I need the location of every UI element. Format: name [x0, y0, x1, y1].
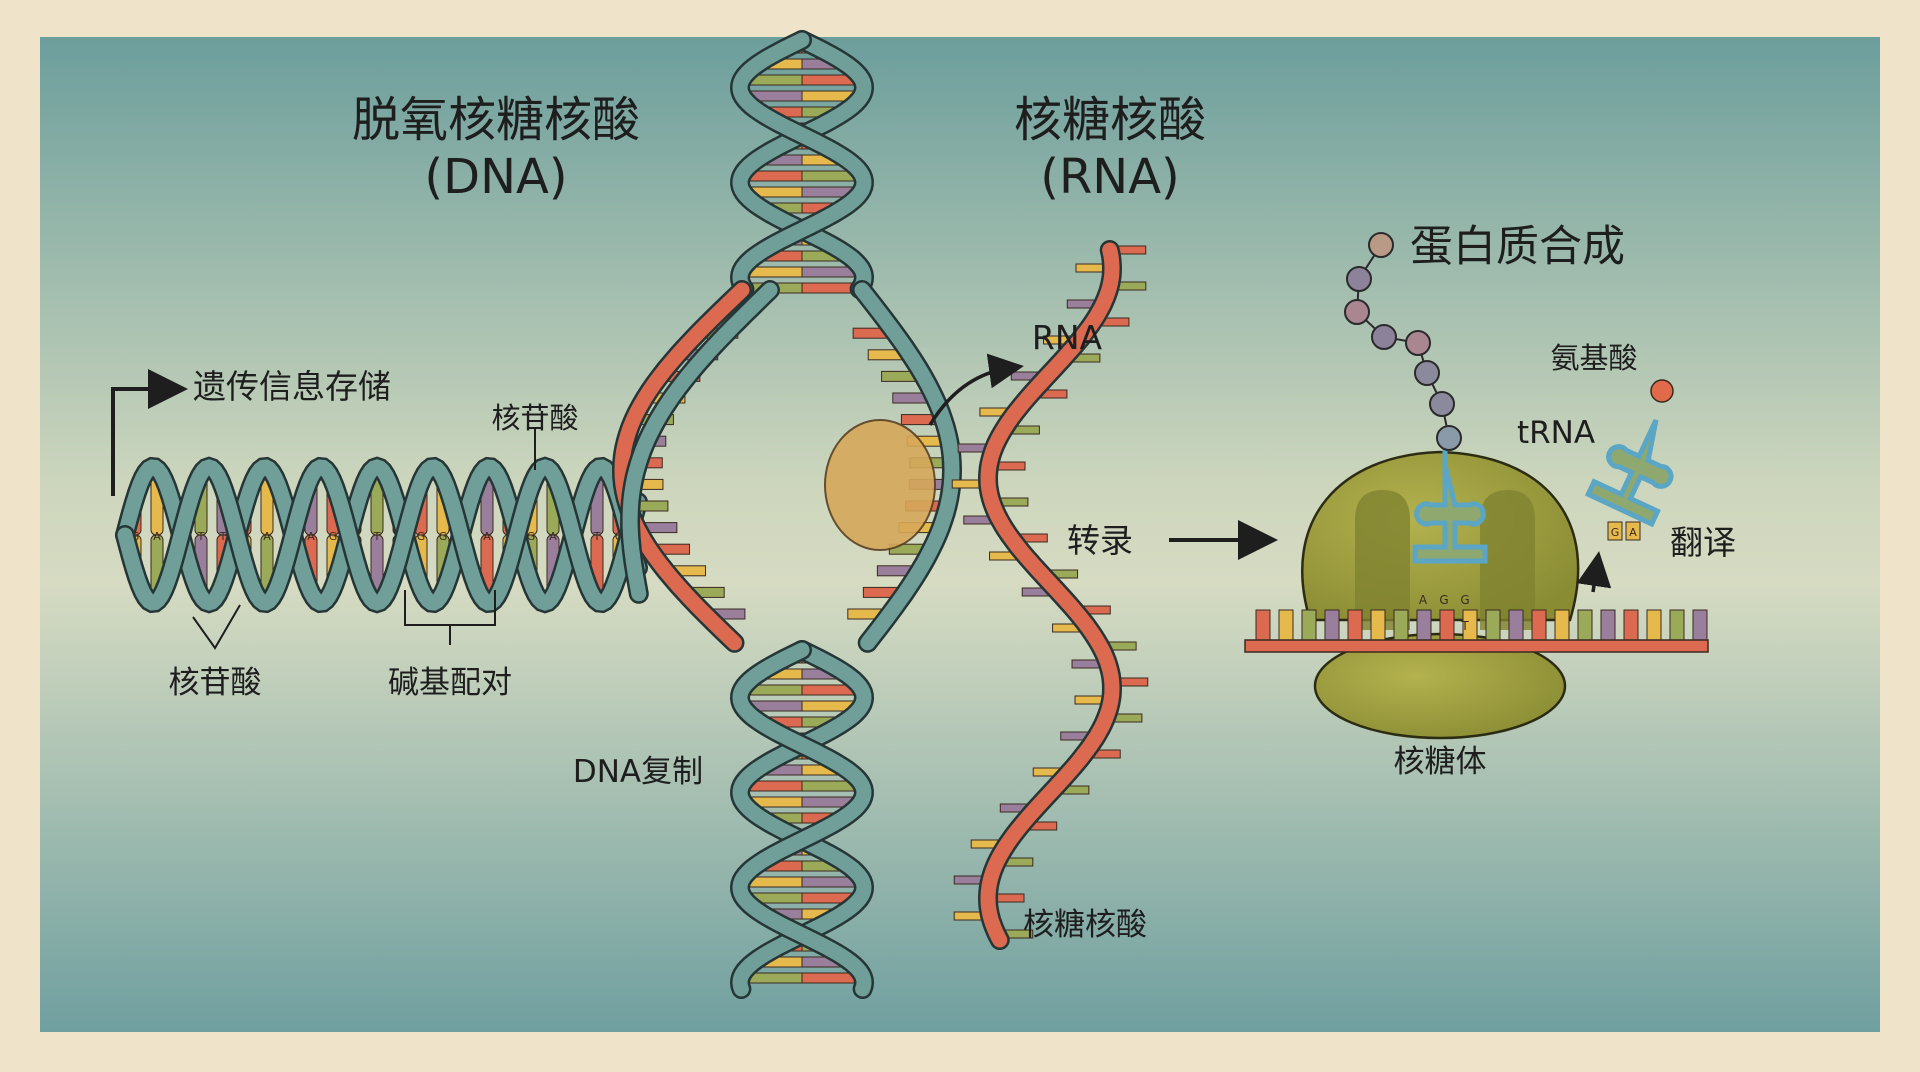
nucleotide-label-bottom: 核苷酸: [169, 665, 262, 701]
mrna-base: [1324, 609, 1340, 641]
base-letter: A: [153, 530, 161, 543]
base-letter: T: [373, 530, 381, 543]
mrna-base: [1669, 609, 1685, 641]
dna-backbone: [732, 642, 872, 997]
rna-bottom-label: 核糖核酸: [1023, 907, 1147, 943]
base-letter: A: [307, 530, 315, 543]
polymerase-enzyme: [824, 419, 936, 551]
dna-title-abbr: (DNA): [424, 149, 567, 205]
ribosome-site-left: [1355, 490, 1410, 630]
vertical-dna-helix: [611, 30, 963, 999]
rna-base: [1117, 677, 1149, 687]
codon-letter: G: [1460, 593, 1469, 607]
amino-acid-label: 氨基酸: [1550, 341, 1637, 375]
base-letter: G: [417, 530, 426, 543]
anticodon-base: [1625, 521, 1641, 541]
amino-acid-bead: [1344, 299, 1370, 325]
trna-bound: [1412, 464, 1488, 564]
amino-acid-bead: [1346, 266, 1372, 292]
anticodon-base: [1607, 521, 1623, 541]
nucleotide-label-top: 核苷酸: [491, 401, 578, 435]
anticodon-letter: G: [1611, 526, 1620, 539]
rna-title: 核糖核酸: [1014, 92, 1206, 148]
mrna-base: [1623, 609, 1639, 641]
base-letter: A: [549, 530, 557, 543]
base-letter: G: [439, 530, 448, 543]
protein-synthesis-title: 蛋白质合成: [1410, 222, 1625, 272]
mrna-base: [1347, 609, 1363, 641]
ribosome-label: 核糖体: [1394, 744, 1487, 780]
amino-acid-bead: [1429, 391, 1455, 417]
base-letter: A: [263, 530, 271, 543]
mrna-base: [1508, 609, 1524, 641]
mrna-base: [1692, 609, 1708, 641]
mrna-base: [1646, 609, 1662, 641]
codon-pair-letter: T: [1460, 619, 1469, 633]
rna-backbone: [980, 242, 1120, 948]
amino-acid-bead: [1414, 360, 1440, 386]
replication-strand: [854, 282, 960, 651]
storage-arrow-icon: [111, 369, 188, 496]
amino-acid-bead: [1405, 330, 1431, 356]
mrna-base: [1531, 609, 1547, 641]
trna-label: tRNA: [1517, 415, 1595, 451]
mrna-base: [1370, 609, 1386, 641]
mrna-base: [1439, 609, 1455, 641]
base-letter: T: [219, 530, 227, 543]
mrna-backbone: [1244, 639, 1709, 653]
polypeptide-chain: [1344, 232, 1462, 451]
dna-replication-label: DNA复制: [573, 754, 703, 790]
mrna-base: [1577, 609, 1593, 641]
transcription-label: 转录: [1067, 521, 1133, 560]
dna-title: 脱氧核糖核酸: [352, 92, 640, 148]
codon-letter: A: [1419, 593, 1428, 607]
base-pairing-bracket: [404, 590, 496, 645]
amino-acid-bead: [1436, 425, 1462, 451]
dna-link-strand: [622, 282, 778, 602]
ribosome-site-right: [1480, 490, 1535, 630]
dna-backbone: [732, 32, 872, 297]
mrna-base: [1255, 609, 1271, 641]
rna-base: [993, 893, 1025, 903]
mrna-base: [1485, 609, 1501, 641]
rna-base: [951, 479, 983, 489]
rna-title-abbr: (RNA): [1040, 149, 1180, 205]
dna-backbone: [732, 32, 872, 297]
amino-acid-ball: [1650, 379, 1674, 403]
nucleotide-bottom-pointer: [192, 604, 241, 650]
amino-acid-bead: [1371, 324, 1397, 350]
dna-backbone-a: [117, 459, 646, 611]
mrna-base: [1278, 609, 1294, 641]
rna-strand: [951, 240, 1149, 950]
base-pairing-label: 碱基配对: [388, 665, 512, 701]
mrna-base: [1600, 609, 1616, 641]
base-letter: A: [483, 530, 491, 543]
rna-label: RNA: [1032, 318, 1103, 357]
rna-base: [1075, 263, 1107, 273]
info-storage-label: 遗传信息存储: [193, 367, 391, 406]
base-letter: G: [329, 530, 338, 543]
transcription-curve-arrow-icon: [928, 353, 1024, 426]
base-letter: T: [593, 530, 601, 543]
codon-letter: G: [1439, 593, 1448, 607]
dna-backbone-b: [117, 459, 646, 611]
replication-strand-new: [614, 282, 750, 651]
anticodon-letter: A: [1629, 526, 1637, 539]
mrna-base: [1554, 609, 1570, 641]
amino-acid-bead: [1368, 232, 1394, 258]
base-letter: T: [197, 530, 205, 543]
translation-label: 翻译: [1670, 523, 1736, 562]
mrna-base: [1393, 609, 1409, 641]
mrna-base: [1301, 609, 1317, 641]
translation-arrow-icon: [1576, 551, 1612, 593]
mrna-base: [1416, 609, 1432, 641]
trna-free: [1584, 418, 1674, 528]
base-letter: G: [527, 530, 536, 543]
